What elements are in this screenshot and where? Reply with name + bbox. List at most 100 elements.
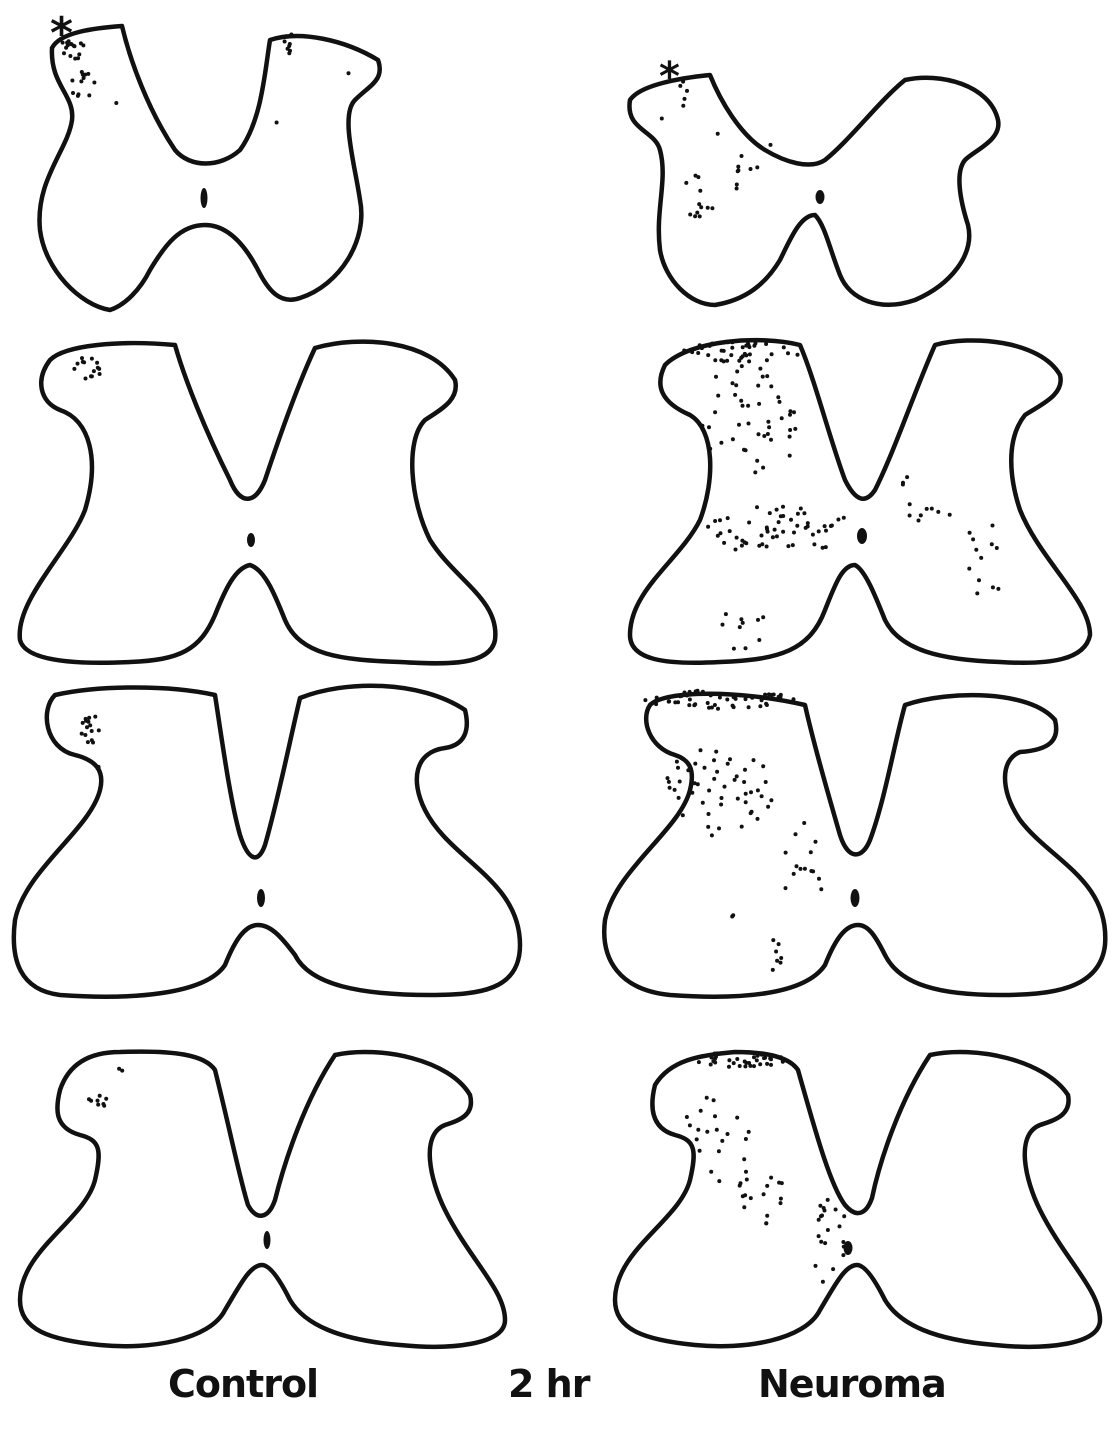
labeled-neuron-dot bbox=[86, 72, 90, 76]
labeled-neuron-dot bbox=[794, 832, 798, 836]
labeled-neuron-dot bbox=[286, 47, 290, 51]
labeled-neuron-dot bbox=[742, 1205, 746, 1209]
labeled-neuron-dot bbox=[744, 344, 748, 348]
labeled-neuron-dot bbox=[991, 585, 995, 589]
labeled-neuron-dot bbox=[96, 366, 100, 370]
labeled-neuron-dot bbox=[701, 1054, 705, 1058]
labeled-neuron-dot bbox=[821, 546, 825, 550]
labeled-neuron-dot bbox=[765, 1184, 769, 1188]
labeled-neuron-dot bbox=[761, 375, 765, 379]
labeled-neuron-dot bbox=[688, 698, 692, 702]
labeled-neuron-dot bbox=[676, 700, 680, 704]
labeled-neuron-dot bbox=[76, 362, 80, 366]
labeled-neuron-dot bbox=[713, 519, 717, 523]
labeled-neuron-dot bbox=[777, 520, 781, 524]
labeled-neuron-dot bbox=[735, 183, 739, 187]
labeled-neuron-dot bbox=[758, 1062, 762, 1066]
labeled-neuron-dot bbox=[822, 1206, 826, 1210]
labeled-neuron-dot bbox=[743, 768, 747, 772]
labeled-neuron-dot bbox=[687, 703, 691, 707]
labeled-neuron-dot bbox=[771, 938, 775, 942]
labeled-neuron-dot bbox=[287, 51, 291, 55]
labeled-neuron-dot bbox=[765, 358, 769, 362]
labeled-neuron-dot bbox=[81, 721, 85, 725]
labeled-neuron-dot bbox=[709, 1170, 713, 1174]
labeled-neuron-dot bbox=[740, 825, 744, 829]
labeled-neuron-dot bbox=[643, 698, 647, 702]
labeled-neuron-dot bbox=[919, 513, 923, 517]
labeled-neuron-dot bbox=[710, 206, 714, 210]
labeled-neuron-dot bbox=[73, 57, 77, 61]
labeled-neuron-dot bbox=[71, 91, 75, 95]
labeled-neuron-dot bbox=[713, 358, 717, 362]
neuroma-section-3 bbox=[604, 694, 1105, 997]
labeled-neuron-dot bbox=[744, 448, 748, 452]
labeled-neuron-dot bbox=[766, 530, 770, 534]
labeled-neuron-dot bbox=[766, 805, 770, 809]
labeled-neuron-dot bbox=[782, 345, 786, 349]
labeled-neuron-dot bbox=[735, 187, 739, 191]
labeled-neuron-dot bbox=[763, 693, 767, 697]
labeled-neuron-dot bbox=[87, 93, 91, 97]
labeled-neuron-dot bbox=[732, 705, 736, 709]
labeled-neuron-dot bbox=[660, 117, 664, 121]
labeled-neuron-dot bbox=[901, 483, 905, 487]
labeled-neuron-dot bbox=[736, 797, 740, 801]
labeled-neuron-dot bbox=[732, 695, 736, 699]
labeled-neuron-dot bbox=[786, 544, 790, 548]
labeled-neuron-dot bbox=[756, 788, 760, 792]
labeled-neuron-dot bbox=[707, 789, 711, 793]
labeled-neuron-dot bbox=[722, 541, 726, 545]
labeled-neuron-dot bbox=[686, 768, 690, 772]
labeled-neuron-dot bbox=[799, 867, 803, 871]
labeled-neuron-dot bbox=[288, 42, 292, 46]
labeled-neuron-dot bbox=[707, 812, 711, 816]
labeled-neuron-dot bbox=[732, 1061, 736, 1065]
labeled-neuron-dot bbox=[741, 354, 745, 358]
labeled-neuron-dot bbox=[764, 1221, 768, 1225]
labeled-neuron-dot bbox=[706, 525, 710, 529]
labeled-neuron-dot bbox=[706, 353, 710, 357]
labeled-neuron-dot bbox=[724, 612, 728, 616]
labeled-neuron-dot bbox=[977, 578, 981, 582]
labeled-neuron-dot bbox=[775, 959, 779, 963]
labeled-neuron-dot bbox=[781, 1060, 785, 1064]
labeled-neuron-dot bbox=[756, 618, 760, 622]
labeled-neuron-dot bbox=[72, 367, 76, 371]
labeled-neuron-dot bbox=[667, 700, 671, 704]
labeled-neuron-dot bbox=[836, 518, 840, 522]
labeled-neuron-dot bbox=[842, 1214, 846, 1218]
labeled-neuron-dot bbox=[841, 1253, 845, 1257]
labeled-neuron-dot bbox=[716, 707, 720, 711]
labeled-neuron-dot bbox=[755, 1058, 759, 1062]
labeled-neuron-dot bbox=[712, 777, 716, 781]
labeled-neuron-dot bbox=[809, 850, 813, 854]
labeled-neuron-dot bbox=[688, 1123, 692, 1127]
labeled-neuron-dot bbox=[87, 716, 91, 720]
labeled-neuron-dot bbox=[769, 143, 773, 147]
labeled-neuron-dot bbox=[718, 518, 722, 522]
labeled-neuron-dot bbox=[802, 511, 806, 515]
labeled-neuron-dot bbox=[779, 961, 783, 965]
labeled-neuron-dot bbox=[795, 524, 799, 528]
labeled-neuron-dot bbox=[726, 692, 730, 696]
labeled-neuron-dot bbox=[740, 154, 744, 158]
labeled-neuron-dot bbox=[758, 367, 762, 371]
neuroma-section-2 bbox=[630, 340, 1090, 663]
labeled-neuron-dot bbox=[742, 780, 746, 784]
labeled-neuron-dot bbox=[745, 1178, 749, 1182]
labeled-neuron-dot bbox=[698, 189, 702, 193]
labeled-neuron-dot bbox=[792, 410, 796, 414]
labeled-neuron-dot bbox=[718, 696, 722, 700]
labeled-neuron-dot bbox=[283, 40, 287, 44]
control-section-4 bbox=[20, 1052, 505, 1347]
control-section-1 bbox=[39, 26, 379, 310]
labeled-neuron-dot bbox=[760, 534, 764, 538]
labeled-neuron-dot bbox=[701, 690, 705, 694]
labeled-neuron-dot bbox=[716, 534, 720, 538]
labeled-neuron-dot bbox=[696, 1128, 700, 1132]
labeled-neuron-dot bbox=[824, 529, 828, 533]
labeled-neuron-dot bbox=[681, 813, 685, 817]
labeled-neuron-dot bbox=[714, 750, 718, 754]
labeled-neuron-dot bbox=[685, 1115, 689, 1119]
